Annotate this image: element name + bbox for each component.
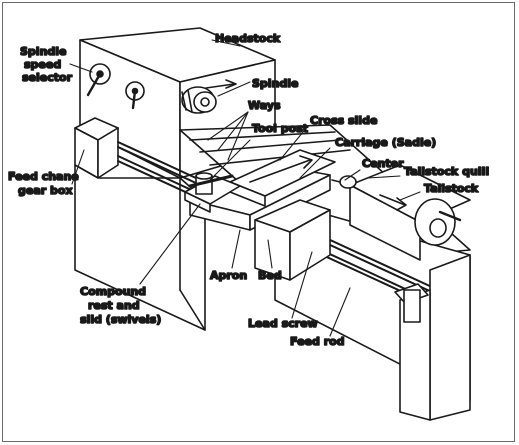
tailstock-quill-label: Tailstock quill — [404, 165, 489, 178]
tailstock-quill — [331, 175, 357, 189]
tool-post-label: Tool post — [252, 122, 308, 135]
apron-label: Apron — [210, 269, 247, 282]
carriage-label: Carriage (Sadle) — [335, 136, 436, 149]
left-pedestal — [74, 164, 206, 331]
center-label: Center — [362, 157, 404, 170]
spindle — [181, 79, 237, 114]
tailstock — [349, 164, 471, 261]
leader-lines — [69, 39, 421, 337]
compound-label-3: slid (swivels) — [80, 313, 161, 326]
speed-selector-knob-2 — [125, 81, 145, 110]
feed-gearbox-label-1: Feed chane — [8, 170, 79, 183]
ways-label: Ways — [248, 99, 281, 112]
headstock-label: Headstock — [215, 32, 281, 45]
right-pedestal — [394, 254, 471, 421]
spindle-speed-label-2: speed — [24, 58, 61, 71]
feed-gearbox-label-2: gear box — [18, 184, 73, 197]
cross-slide — [229, 149, 336, 207]
spindle-speed-label-1: Spindle — [20, 45, 67, 58]
tool-post — [188, 172, 234, 195]
speed-selector-knob — [86, 63, 111, 97]
feed-rod-label: Feed rod — [290, 335, 345, 348]
compound-label-1: Compound — [80, 285, 146, 298]
spindle-speed-label-3: selector — [22, 71, 73, 84]
compound-label-2: rest and — [88, 299, 140, 312]
tailstock-label: Tailstock — [424, 182, 479, 195]
cross-slide-label: Cross slide — [310, 114, 377, 127]
spindle-label: Spindle — [252, 77, 299, 90]
apron — [254, 199, 331, 281]
lead-screw-label: Lead screw — [248, 317, 318, 330]
bed-label: Bed — [258, 269, 282, 282]
